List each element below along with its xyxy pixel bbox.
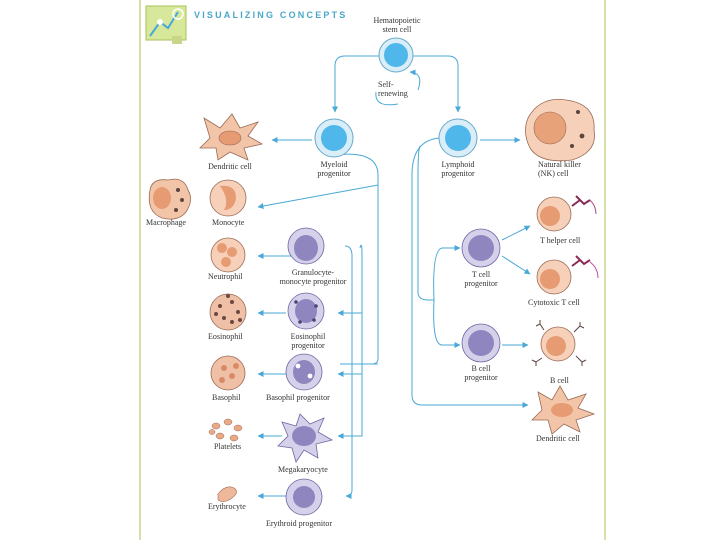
label-nk-line2: (NK) cell (538, 169, 569, 178)
platelets (208, 418, 243, 442)
granulocyte-monocyte-progenitor-cell (287, 227, 325, 265)
megakaryocyte-cell (277, 413, 334, 463)
label-macrophage: Macrophage (146, 218, 186, 227)
label-self-renewing: Self- renewing (378, 80, 408, 98)
basophil-cell (210, 355, 246, 391)
label-myeloid-line1: Myeloid (320, 160, 348, 169)
stem-cell (378, 37, 414, 73)
t-cell-progenitor-cell (461, 228, 501, 268)
label-bcp-line2: progenitor (464, 373, 498, 382)
visualizing-concepts-icon (145, 5, 187, 44)
label-basophil: Basophil (212, 393, 241, 402)
label-eosinophil-progenitor: Eosinophil progenitor (280, 332, 336, 350)
b-cell-progenitor-cell (461, 323, 501, 363)
basophil-progenitor-cell (285, 353, 323, 391)
label-eop-line1: Eosinophil (290, 332, 326, 341)
lymphoid-progenitor-cell (438, 118, 478, 158)
label-bcp-line1: B cell (471, 364, 491, 373)
label-monocyte: Monocyte (212, 218, 245, 227)
label-platelets: Platelets (214, 442, 242, 451)
monocyte-cell (209, 179, 247, 217)
arrows (257, 55, 531, 499)
label-self-renewing-line1: Self- (378, 80, 394, 89)
label-cytotoxic-t: Cytotoxic T cell (528, 298, 580, 307)
label-eop-line2: progenitor (291, 341, 325, 350)
label-tcp-line1: T cell (471, 270, 491, 279)
label-gmp-line2: monocyte progenitor (279, 277, 347, 286)
label-gmp-line1: Granulocyte- (291, 268, 335, 277)
label-stem-cell-line1: Hematopoietic (373, 16, 421, 25)
label-myeloid-line2: progenitor (317, 169, 351, 178)
header-title: VISUALIZING CONCEPTS (194, 10, 348, 20)
t-helper-cell (536, 195, 597, 232)
label-dendritic-cell-bottom: Dendritic cell (536, 434, 580, 443)
label-neutrophil: Neutrophil (208, 272, 243, 281)
label-eosinophil: Eosinophil (208, 332, 243, 341)
myeloid-progenitor-cell (314, 118, 354, 158)
erythrocyte-cell (217, 486, 237, 502)
label-basophil-progenitor: Basophil progenitor (266, 393, 330, 402)
label-lymphoid-progenitor: Lymphoid progenitor (430, 160, 486, 178)
label-dendritic-cell-top: Dendritic cell (208, 162, 252, 171)
label-lymphoid-line2: progenitor (441, 169, 475, 178)
macrophage-cell (148, 178, 191, 220)
label-lymphoid-line1: Lymphoid (441, 160, 475, 169)
dendritic-cell-top (199, 113, 264, 161)
label-megakaryocyte: Megakaryocyte (278, 465, 328, 474)
nk-cell (525, 99, 595, 162)
label-t-helper: T helper cell (540, 236, 581, 245)
dendritic-cell-bottom (531, 385, 596, 435)
label-tcp-line2: progenitor (464, 279, 498, 288)
b-cell (531, 320, 587, 366)
label-self-renewing-line2: renewing (378, 89, 408, 98)
label-granulocyte-progenitor: Granulocyte- monocyte progenitor (270, 268, 356, 286)
label-myeloid-progenitor: Myeloid progenitor (306, 160, 362, 178)
label-t-cell-progenitor: T cell progenitor (452, 270, 510, 288)
eosinophil-cell (209, 293, 247, 331)
label-nk-line1: Natural killer (538, 160, 581, 169)
label-b-cell-progenitor: B cell progenitor (452, 364, 510, 382)
label-b-cell: B cell (550, 376, 569, 385)
label-nk-cell: Natural killer (NK) cell (538, 160, 581, 178)
label-stem-cell: Hematopoietic stem cell (364, 16, 430, 34)
erythroid-progenitor-cell (285, 478, 323, 516)
label-stem-cell-line2: stem cell (382, 25, 412, 34)
label-erythrocyte: Erythrocyte (208, 502, 246, 511)
eosinophil-progenitor-cell (287, 292, 325, 330)
cytotoxic-t-cell (536, 255, 599, 295)
neutrophil-cell (210, 237, 246, 273)
label-erythroid-progenitor: Erythroid progenitor (266, 519, 332, 528)
